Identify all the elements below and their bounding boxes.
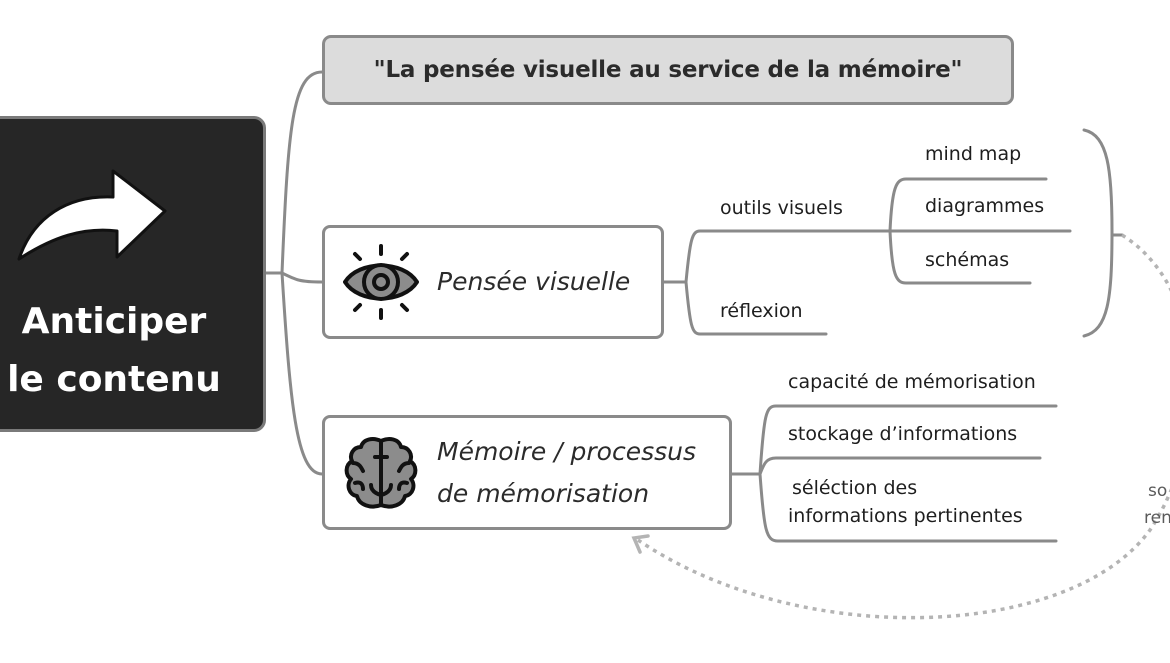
topic-pensee-visuelle[interactable]: Pensée visuelle bbox=[322, 225, 664, 339]
connector-selection bbox=[758, 472, 1058, 543]
subtopic-selection[interactable]: séléction des informations pertinentes bbox=[788, 474, 1023, 530]
connector-schemas bbox=[888, 229, 1032, 285]
summary-text: "La pensée visuelle au service de la mém… bbox=[373, 57, 963, 83]
central-topic-title: Anticiper le contenu bbox=[0, 293, 237, 409]
connector-to-memory bbox=[280, 271, 324, 476]
brain-icon bbox=[344, 436, 418, 509]
topic-memoire[interactable]: Mémoire / processus de mémorisation bbox=[322, 415, 732, 530]
boundary-bracket bbox=[1082, 128, 1114, 338]
eye-icon bbox=[343, 244, 419, 320]
connector-stockage bbox=[758, 456, 1042, 476]
summary-box[interactable]: "La pensée visuelle au service de la mém… bbox=[322, 35, 1014, 105]
subtopic-mind-map[interactable]: mind map bbox=[925, 143, 1022, 165]
relationship-arc bbox=[637, 233, 1170, 620]
topic-label: Mémoire / processus de mémorisation bbox=[437, 431, 696, 515]
subtopic-outils-visuels[interactable]: outils visuels bbox=[720, 197, 843, 219]
topic-label-line1: Mémoire / processus bbox=[437, 436, 697, 466]
central-title-line2: le contenu bbox=[7, 359, 221, 400]
central-title-line1: Anticiper bbox=[21, 301, 207, 342]
relationship-label-line2: ren bbox=[1144, 508, 1170, 528]
connector-to-visual bbox=[280, 271, 324, 284]
curved-arrow-right-icon bbox=[17, 169, 167, 261]
relationship-label[interactable]: so ren bbox=[1144, 478, 1170, 532]
connector-capacite bbox=[758, 404, 1058, 476]
connector-to-summary bbox=[280, 70, 324, 275]
relationship-arrowhead bbox=[631, 534, 650, 554]
connector-mindmap bbox=[888, 177, 1048, 233]
subtopic-selection-line2: informations pertinentes bbox=[788, 505, 1023, 527]
connector-outils bbox=[684, 229, 892, 284]
topic-label-line2: de mémorisation bbox=[437, 478, 650, 508]
subtopic-schemas[interactable]: schémas bbox=[925, 249, 1010, 271]
topic-label: Pensée visuelle bbox=[437, 267, 631, 296]
subtopic-diagrammes[interactable]: diagrammes bbox=[925, 195, 1045, 217]
subtopic-reflexion[interactable]: réflexion bbox=[720, 300, 803, 322]
relationship-label-line1: so bbox=[1148, 481, 1168, 501]
subtopic-stockage[interactable]: stockage d’informations bbox=[788, 423, 1018, 445]
connector-reflexion bbox=[684, 280, 828, 336]
subtopic-capacite[interactable]: capacité de mémorisation bbox=[788, 371, 1036, 393]
subtopic-selection-line1: séléction des bbox=[792, 477, 918, 499]
central-topic[interactable]: Anticiper le contenu bbox=[0, 116, 266, 432]
